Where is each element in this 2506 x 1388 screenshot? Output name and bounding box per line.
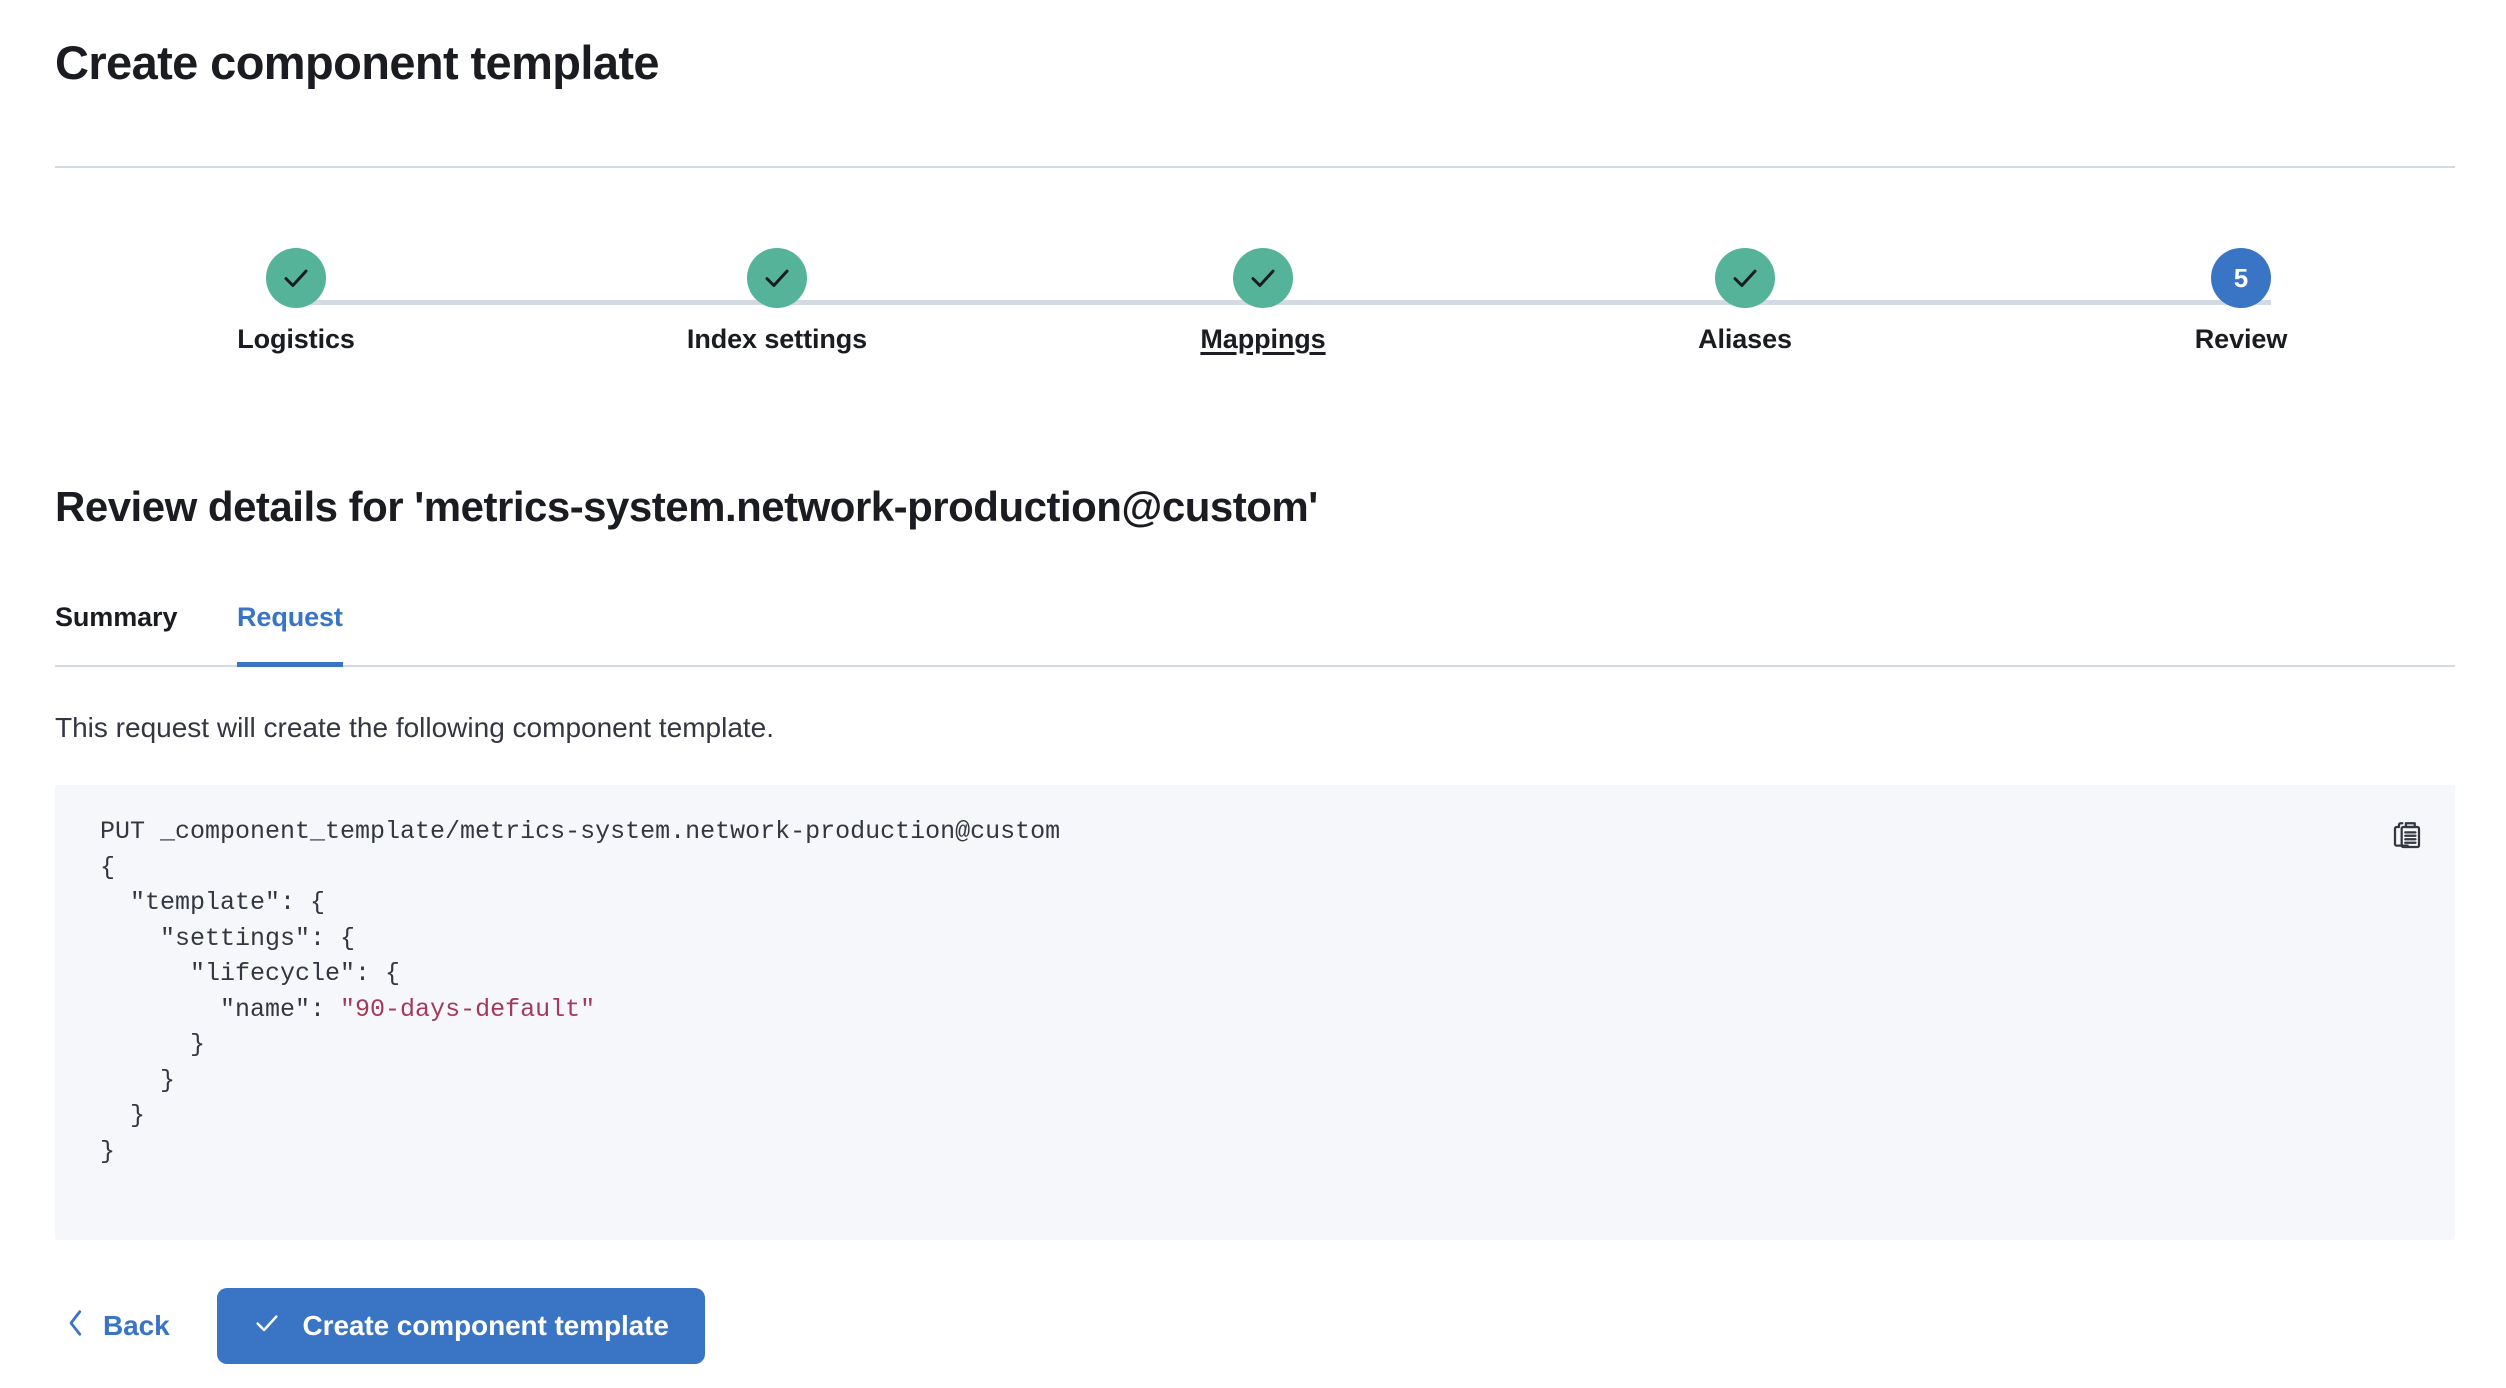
code-line-10: }: [100, 1136, 116, 1166]
step-number: 5: [2233, 263, 2249, 293]
stepper-step-label: Aliases: [1698, 324, 1792, 354]
step-status-circle: [266, 248, 326, 308]
step-status-circle: 5: [2211, 248, 2271, 308]
request-description: This request will create the following c…: [55, 712, 775, 743]
code-line-4: "settings": {: [100, 923, 356, 953]
back-button[interactable]: Back: [55, 1298, 184, 1355]
back-button-label: Back: [103, 1310, 170, 1341]
check-icon: [1730, 263, 1760, 293]
tab-summary-label: Summary: [55, 602, 178, 632]
header-divider: [55, 166, 2455, 168]
footer-actions: Back Create component template: [55, 1288, 705, 1364]
stepper-step-logistics[interactable]: Logistics: [86, 248, 506, 355]
step-status-circle: [1715, 248, 1775, 308]
page-title: Create component template: [55, 36, 660, 89]
code-line-5: "lifecycle": {: [100, 959, 401, 988]
code-line-3: "template": {: [100, 888, 326, 917]
request-code-block: PUT _component_template/metrics-system.n…: [55, 785, 2455, 1240]
code-line-1: PUT _component_template/metrics-system.n…: [100, 817, 1061, 846]
code-line-7: }: [100, 1030, 206, 1059]
tabs-underline: [55, 665, 2455, 667]
stepper-step-index-settings[interactable]: Index settings: [567, 248, 987, 355]
stepper-step-label: Logistics: [237, 324, 355, 354]
copy-clipboard-icon: [2391, 819, 2423, 854]
stepper-step-review[interactable]: 5 Review: [2031, 248, 2451, 355]
stepper-connector-line: [296, 300, 2271, 305]
stepper-step-label: Review: [2194, 324, 2288, 354]
copy-clipboard-icon-button[interactable]: [2381, 810, 2433, 862]
code-line-6-key: "name":: [100, 994, 341, 1024]
code-line-6-value: "90-days-default": [340, 994, 596, 1024]
stepper-step-aliases[interactable]: Aliases: [1535, 248, 1955, 355]
tab-request[interactable]: Request: [237, 600, 343, 667]
step-status-circle: [747, 248, 807, 308]
stepper-step-mappings[interactable]: Mappings: [1053, 248, 1473, 355]
stepper: Logistics Index settings Mappings: [55, 248, 2455, 398]
create-component-template-button-label: Create component template: [302, 1310, 669, 1341]
step-status-circle: [1233, 248, 1293, 308]
stepper-step-label: Index settings: [686, 324, 868, 354]
tabs: Summary Request: [55, 600, 2455, 667]
chevron-left-icon: [65, 1308, 87, 1345]
tab-request-label: Request: [237, 602, 343, 632]
stepper-step-label: Mappings: [1200, 324, 1326, 354]
check-icon: [281, 263, 311, 293]
code-line-9: }: [100, 1101, 146, 1130]
tab-active-indicator: [55, 662, 177, 667]
create-component-template-button[interactable]: Create component template: [216, 1288, 705, 1364]
check-icon: [253, 1309, 281, 1344]
code-line-8: }: [100, 1065, 176, 1095]
tab-active-indicator: [237, 662, 343, 667]
check-icon: [762, 263, 792, 293]
section-heading: Review details for 'metrics-system.netwo…: [55, 483, 1318, 530]
tab-summary[interactable]: Summary: [55, 600, 177, 667]
check-icon: [1248, 263, 1278, 293]
code-line-2: {: [100, 852, 116, 882]
request-code-text: PUT _component_template/metrics-system.n…: [100, 814, 1060, 1169]
